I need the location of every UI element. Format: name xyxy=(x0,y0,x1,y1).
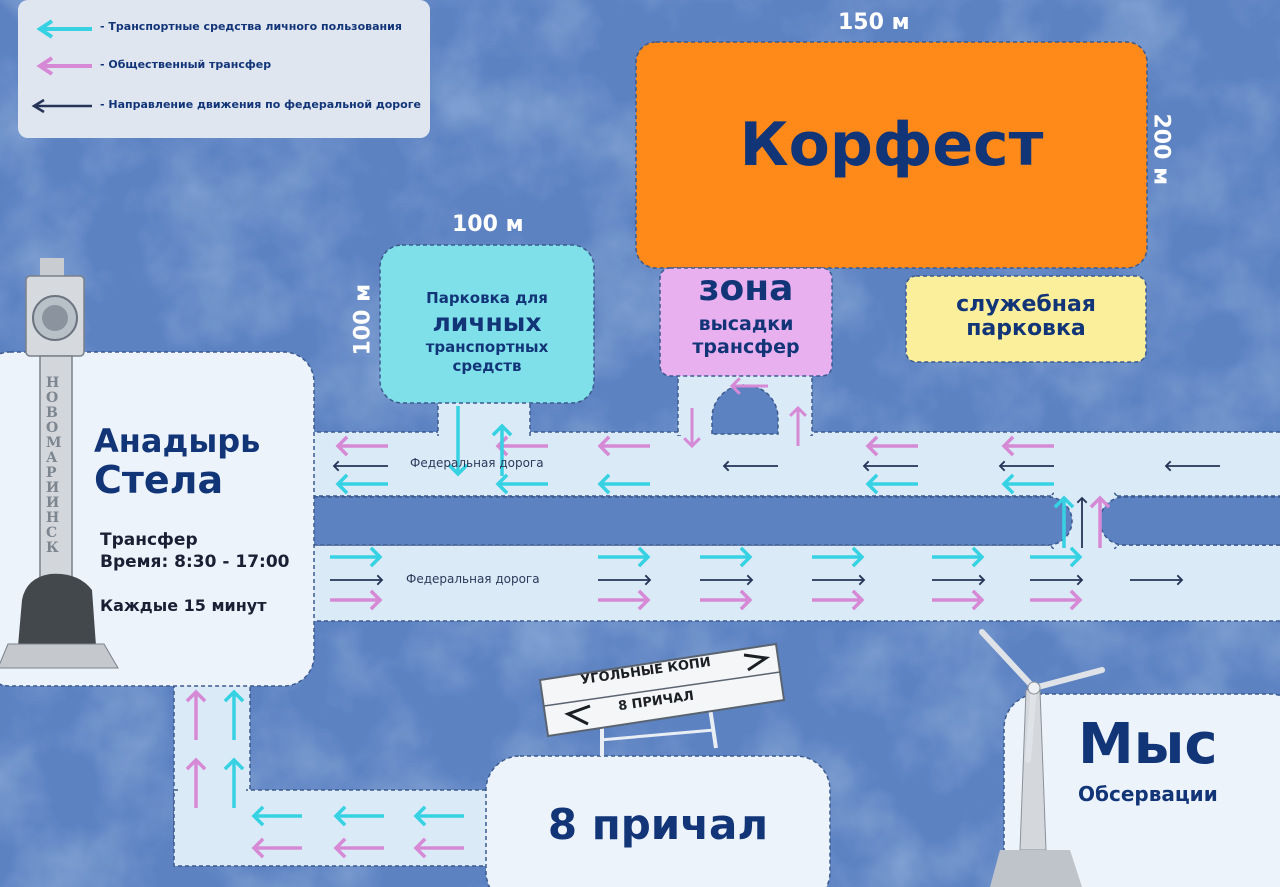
legend-arrows xyxy=(31,19,92,114)
arrow-personal-eastbound xyxy=(330,546,383,568)
parking-label-line4: средств xyxy=(452,357,522,375)
arrow-public-westbound xyxy=(1001,435,1054,457)
personal-parking-area[interactable] xyxy=(379,244,595,404)
parking-label-line2: личных xyxy=(432,308,542,337)
cape-title: Мыс xyxy=(1078,712,1218,777)
dropoff-label-line2: высадки xyxy=(698,313,794,335)
arrow-personal-westbound xyxy=(597,473,650,495)
pier-title: 8 причал xyxy=(547,800,769,849)
arrow-direction-westbound xyxy=(332,460,388,472)
arrow-public-westbound xyxy=(865,435,918,457)
transfer-time: Время: 8:30 - 17:00 xyxy=(100,552,290,572)
legend-arrow-direction xyxy=(31,98,92,114)
service-parking-area[interactable] xyxy=(905,275,1147,363)
stele-inscription: НОВОМАРИИНСК xyxy=(46,375,62,556)
arrow-public-pier-road xyxy=(251,837,302,859)
korfest-title: Корфест xyxy=(739,110,1044,180)
arrow-public-westbound xyxy=(335,435,388,457)
dropoff-label-line3: трансфер xyxy=(692,336,800,358)
arrow-connector-northbound xyxy=(185,689,207,740)
service-parking-line1: служебная xyxy=(956,292,1096,317)
arrow-public-eastbound xyxy=(700,589,753,611)
arrow-public-eastbound xyxy=(330,589,383,611)
pier-8-panel[interactable] xyxy=(485,755,831,887)
median-east xyxy=(1099,496,1280,546)
arrow-public-westbound xyxy=(495,435,548,457)
arrow-direction-eastbound xyxy=(812,574,866,586)
parking-width-label: 100 м xyxy=(452,212,524,237)
arrow-direction-eastbound xyxy=(598,574,652,586)
arrow-direction-eastbound xyxy=(330,574,384,586)
upper-road-label: Федеральная дорога xyxy=(410,456,544,470)
arrow-personal-westbound xyxy=(495,473,548,495)
legend-arrow-public xyxy=(36,56,92,76)
arrow-direction-eastbound xyxy=(932,574,986,586)
arrow-personal-westbound xyxy=(335,473,388,495)
arrow-personal-pier-road xyxy=(413,805,464,827)
road-median xyxy=(299,496,1073,546)
traffic-arrows xyxy=(185,377,1220,859)
arrow-direction-uturn xyxy=(1076,496,1088,548)
service-parking-line2: парковка xyxy=(966,316,1086,341)
dropoff-zone-area[interactable] xyxy=(659,267,833,377)
arrow-direction-westbound xyxy=(1164,460,1220,472)
legend-label-direction: - Направление движения по федеральной до… xyxy=(100,98,421,111)
arrow-public-pier-road xyxy=(413,837,464,859)
arrow-connector-northbound xyxy=(223,689,245,740)
arrow-public-eastbound xyxy=(932,589,985,611)
arrow-personal-uturn xyxy=(1053,495,1075,548)
arrow-public-eastbound xyxy=(812,589,865,611)
arrow-direction-westbound xyxy=(998,460,1054,472)
arrow-direction-eastbound xyxy=(1030,574,1084,586)
wind-turbine-illustration xyxy=(979,629,1105,887)
arrow-public-uturn xyxy=(1089,495,1111,548)
arrow-public-dropoff-loop xyxy=(729,377,768,395)
anadyr-title-line1: Анадырь xyxy=(94,422,261,460)
arrow-direction-eastbound xyxy=(700,574,754,586)
arrow-direction-westbound xyxy=(862,460,918,472)
stele-illustration xyxy=(0,258,119,669)
korfest-height-label: 200 м xyxy=(1148,113,1174,186)
arrow-personal-into-road xyxy=(447,406,469,477)
cape-subtitle: Обсервации xyxy=(1078,782,1218,806)
cape-observation-panel[interactable] xyxy=(1003,693,1280,887)
dropoff-label-line1: зона xyxy=(698,268,794,309)
transfer-frequency: Каждые 15 минут xyxy=(100,596,267,615)
arrow-public-to-dropoff xyxy=(789,405,807,446)
arrow-personal-eastbound xyxy=(1030,546,1083,568)
korfest-width-label: 150 м xyxy=(838,10,910,35)
arrow-personal-westbound xyxy=(865,473,918,495)
parking-label-line1: Парковка для xyxy=(426,289,548,307)
korfest-area[interactable] xyxy=(635,41,1148,269)
arrow-direction-eastbound xyxy=(1130,574,1184,586)
arrow-direction-westbound xyxy=(722,460,778,472)
parking-label-line3: транспортных xyxy=(425,338,549,356)
arrow-public-eastbound xyxy=(598,589,651,611)
arrow-public-westbound xyxy=(597,435,650,457)
arrow-public-eastbound xyxy=(1030,589,1083,611)
arrow-personal-to-parking xyxy=(491,423,513,476)
arrow-personal-eastbound xyxy=(700,546,753,568)
legend-label-personal: - Транспортные средства личного пользова… xyxy=(100,20,402,33)
legend-panel xyxy=(18,0,430,138)
arrow-public-from-dropoff xyxy=(683,408,701,449)
arrow-personal-eastbound xyxy=(598,546,651,568)
lower-road-label: Федеральная дорога xyxy=(406,572,540,586)
arrow-personal-pier-road xyxy=(251,805,302,827)
legend-label-public: - Общественный трансфер xyxy=(100,58,272,71)
arrow-public-pier-road xyxy=(333,837,384,859)
arrow-connector-northbound xyxy=(223,757,245,808)
road-sign xyxy=(538,642,786,756)
arrow-personal-westbound xyxy=(1001,473,1054,495)
arrow-personal-eastbound xyxy=(932,546,985,568)
parking-height-label: 100 м xyxy=(350,283,376,356)
legend-arrow-personal xyxy=(36,19,92,39)
anadyr-title-line2: Стела xyxy=(94,458,224,502)
arrow-personal-eastbound xyxy=(812,546,865,568)
transfer-label: Трансфер xyxy=(100,530,198,550)
arrow-personal-pier-road xyxy=(333,805,384,827)
arrow-connector-northbound xyxy=(185,757,207,808)
